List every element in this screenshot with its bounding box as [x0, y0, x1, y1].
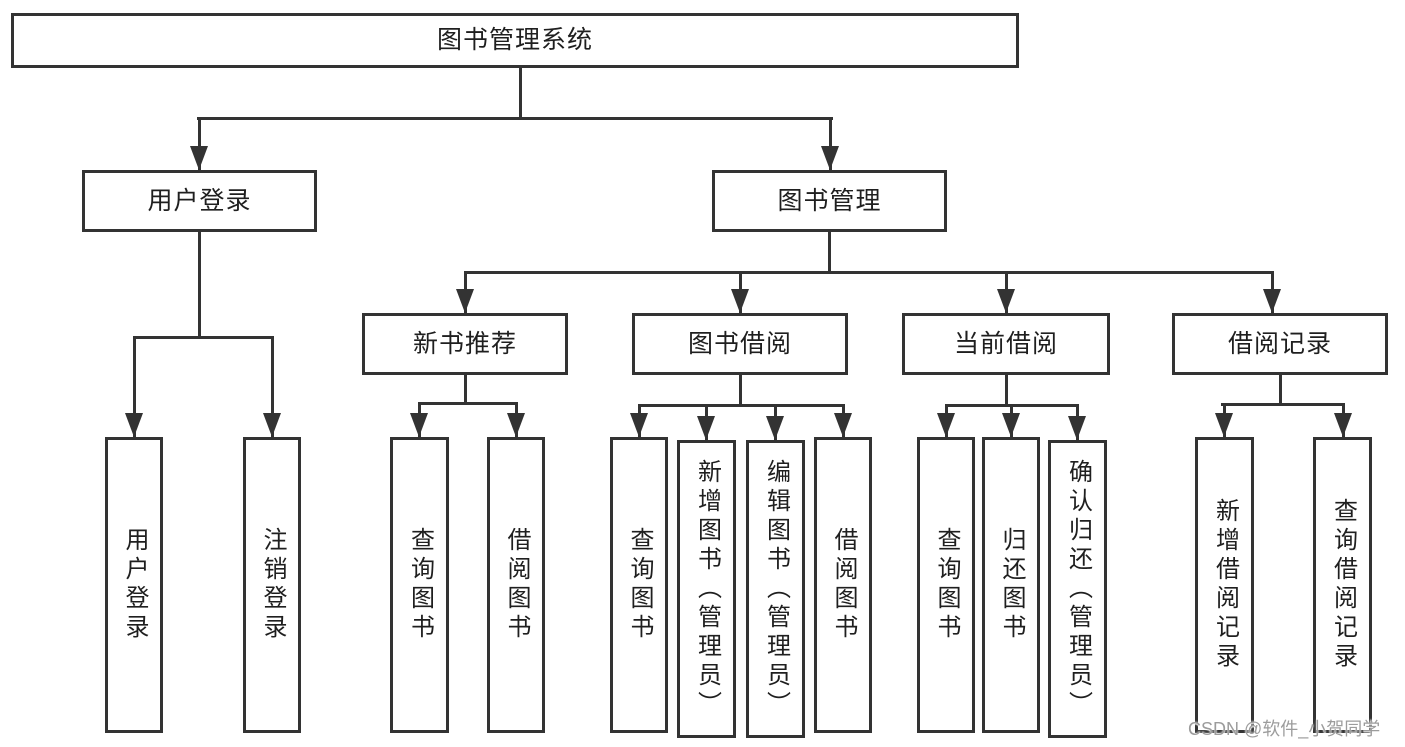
leaf-label: 查询图书	[626, 527, 653, 643]
connector-line	[271, 336, 274, 437]
leaf-label: 借阅图书	[830, 527, 857, 643]
leaf-br-query-record: 查询借阅记录	[1313, 437, 1372, 733]
arrow-down-icon	[125, 413, 143, 437]
node-borrow-records: 借阅记录	[1172, 313, 1388, 375]
connector-line	[198, 117, 201, 171]
arrow-down-icon	[190, 146, 208, 170]
arrow-down-icon	[507, 413, 525, 437]
node-label: 图书借阅	[687, 329, 792, 358]
node-book-borrow: 图书借阅	[632, 313, 848, 375]
connector-line	[1221, 403, 1345, 406]
leaf-label: 确认归还（管理员）	[1064, 458, 1092, 720]
leaf-user-login: 用户登录	[105, 437, 163, 733]
leaf-bb-add-books-admin: 新增图书（管理员）	[677, 440, 736, 738]
leaf-label: 查询图书	[406, 527, 434, 643]
connector-line	[1005, 374, 1008, 407]
arrow-down-icon	[410, 413, 428, 437]
leaf-label: 注销登录	[259, 527, 286, 643]
arrow-down-icon	[456, 289, 474, 313]
connector-line	[829, 117, 832, 171]
arrow-down-icon	[766, 416, 784, 440]
node-label: 图书管理	[777, 186, 882, 215]
leaf-label: 归还图书	[998, 527, 1025, 643]
arrow-down-icon	[1002, 413, 1020, 437]
node-label: 当前借阅	[953, 329, 1058, 358]
leaf-br-add-record: 新增借阅记录	[1195, 437, 1254, 733]
node-root-system: 图书管理系统	[11, 13, 1019, 68]
leaf-label: 查询借阅记录	[1329, 498, 1357, 672]
node-label: 用户登录	[147, 186, 252, 215]
connector-line	[418, 402, 518, 405]
leaf-cb-query-books: 查询图书	[917, 437, 975, 733]
connector-line	[464, 374, 467, 405]
watermark: CSDN @软件_小贺同学	[1188, 719, 1381, 739]
leaf-cb-return-books: 归还图书	[982, 437, 1040, 733]
node-user-login: 用户登录	[82, 170, 317, 232]
arrow-down-icon	[1263, 289, 1281, 313]
connector-line	[198, 231, 201, 337]
arrow-down-icon	[1215, 413, 1233, 437]
leaf-bb-edit-books-admin: 编辑图书（管理员）	[746, 440, 805, 738]
leaf-label: 借阅图书	[503, 527, 530, 643]
arrow-down-icon	[834, 413, 852, 437]
node-label: 图书管理系统	[436, 26, 593, 54]
arrow-down-icon	[697, 416, 715, 440]
arrow-down-icon	[937, 413, 955, 437]
arrow-down-icon	[821, 146, 839, 170]
leaf-label: 新增图书（管理员）	[693, 458, 721, 720]
connector-line	[638, 404, 844, 407]
connector-line	[519, 67, 522, 118]
node-label: 借阅记录	[1227, 329, 1332, 358]
leaf-label: 编辑图书（管理员）	[762, 458, 790, 720]
leaf-bb-query-books: 查询图书	[610, 437, 668, 733]
connector-line	[464, 271, 1273, 274]
leaf-bb-borrow-books: 借阅图书	[814, 437, 872, 733]
arrow-down-icon	[731, 289, 749, 313]
connector-line	[828, 231, 831, 273]
node-new-book-recommend: 新书推荐	[362, 313, 568, 375]
arrow-down-icon	[630, 413, 648, 437]
arrow-down-icon	[997, 289, 1015, 313]
arrow-down-icon	[263, 413, 281, 437]
connector-line	[739, 374, 742, 407]
node-label: 新书推荐	[412, 329, 517, 358]
arrow-down-icon	[1068, 416, 1086, 440]
leaf-cb-confirm-return-admin: 确认归还（管理员）	[1048, 440, 1107, 738]
leaf-label: 查询图书	[933, 527, 960, 643]
leaf-label: 新增借阅记录	[1211, 498, 1239, 672]
leaf-nb-borrow-books: 借阅图书	[487, 437, 545, 733]
leaf-nb-query-books: 查询图书	[390, 437, 449, 733]
connector-line	[197, 117, 833, 120]
node-book-management: 图书管理	[712, 170, 947, 232]
connector-line	[133, 336, 274, 339]
leaf-label: 用户登录	[121, 527, 148, 643]
arrow-down-icon	[1334, 413, 1352, 437]
leaf-logout: 注销登录	[243, 437, 301, 733]
node-current-borrow: 当前借阅	[902, 313, 1110, 375]
connector-line	[1279, 374, 1282, 404]
connector-line	[133, 336, 136, 437]
